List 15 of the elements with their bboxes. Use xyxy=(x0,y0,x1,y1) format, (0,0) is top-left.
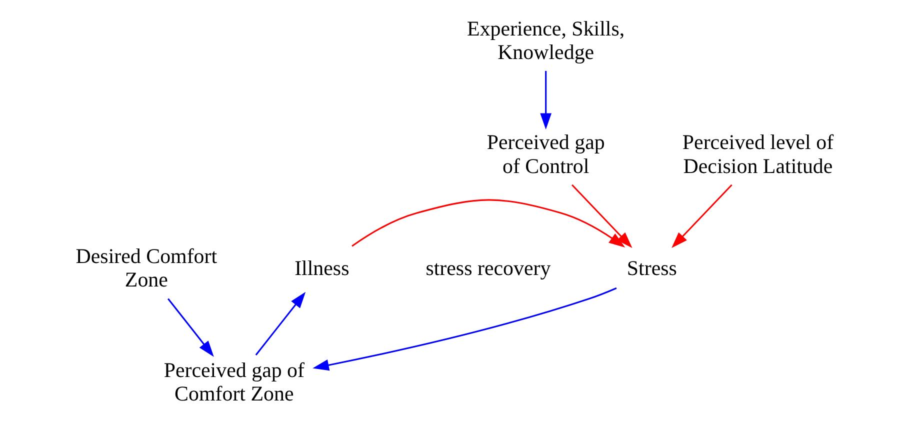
arrow xyxy=(572,184,632,248)
arrow xyxy=(312,287,617,371)
node-text: Perceived gap of Control xyxy=(486,130,605,178)
arrow xyxy=(352,199,626,248)
node-text: Perceived level of Decision Latitude xyxy=(682,130,834,178)
node-text: Illness xyxy=(294,256,350,280)
arrow xyxy=(255,292,306,356)
arrow xyxy=(672,184,732,248)
node-text: Stress xyxy=(626,256,677,280)
arrow xyxy=(540,70,552,130)
node-text: Desired Comfort Zone xyxy=(76,244,218,292)
node-text: Perceived gap of Comfort Zone xyxy=(164,358,305,406)
arrow xyxy=(168,298,214,357)
node-text: Experience, Skills, Knowledge xyxy=(467,16,625,64)
label: stress recovery xyxy=(426,256,551,280)
